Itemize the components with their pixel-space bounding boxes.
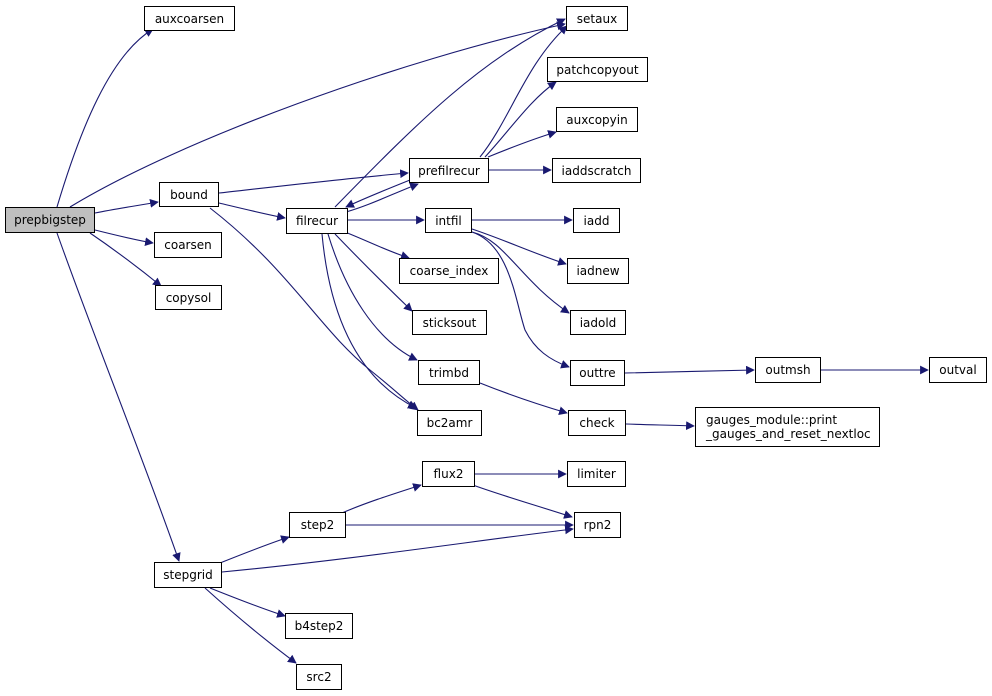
node-bound[interactable]: bound [159, 182, 219, 207]
edge-check-gauges [625, 421, 695, 431]
node-outval[interactable]: outval [929, 357, 987, 383]
edge-step2-flux2 [341, 483, 422, 514]
node-gauges-print[interactable]: gauges_module::print _gauges_and_reset_n… [695, 407, 880, 447]
node-trimbd[interactable]: trimbd [418, 360, 480, 385]
node-coarse_index[interactable]: coarse_index [399, 258, 499, 284]
node-outtre[interactable]: outtre [570, 360, 625, 386]
edge-trimbd-check [479, 382, 568, 415]
edge-filrecur-trimbd [327, 233, 418, 361]
node-rpn2[interactable]: rpn2 [574, 512, 621, 538]
edge-prepbigstep-auxcoarsen [56, 28, 154, 208]
edges [56, 18, 929, 664]
node-b4step2[interactable]: b4step2 [285, 613, 353, 639]
node-iaddscratch[interactable]: iaddscratch [552, 158, 641, 183]
node-patchcopyout[interactable]: patchcopyout [547, 57, 648, 82]
edge-bound-bc2amr [209, 207, 419, 411]
node-src2[interactable]: src2 [296, 664, 342, 690]
node-step2[interactable]: step2 [289, 512, 346, 538]
edge-bound-prefilrecur [218, 169, 409, 194]
edge-intfil-iadnew [471, 228, 567, 266]
node-copysol[interactable]: copysol [155, 285, 222, 310]
edge-prepbigstep-coarsen [94, 229, 154, 247]
edge-prefilrecur-patchcopyout [484, 81, 557, 158]
node-iadold[interactable]: iadold [570, 310, 626, 335]
node-flux2[interactable]: flux2 [422, 461, 475, 487]
node-prepbigstep[interactable]: prepbigstep [5, 207, 95, 233]
edge-stepgrid-rpn2 [221, 525, 574, 573]
node-auxcopyin[interactable]: auxcopyin [556, 107, 638, 132]
node-check[interactable]: check [568, 410, 626, 436]
node-iadd[interactable]: iadd [573, 208, 620, 233]
edge-bound-filrecur [218, 202, 286, 221]
node-limiter[interactable]: limiter [567, 461, 626, 487]
node-bc2amr[interactable]: bc2amr [417, 410, 482, 436]
edge-filrecur-prefilrecur [345, 182, 419, 213]
node-setaux[interactable]: setaux [566, 6, 628, 31]
edge-stepgrid-step2 [219, 535, 290, 564]
node-stepgrid[interactable]: stepgrid [154, 562, 222, 588]
node-iadnew[interactable]: iadnew [567, 258, 629, 284]
edge-filrecur-setaux [334, 18, 566, 208]
edge-filrecur-bc2amr [321, 233, 417, 409]
node-prefilrecur[interactable]: prefilrecur [409, 158, 489, 183]
node-sticksout[interactable]: sticksout [412, 310, 487, 335]
node-intfil[interactable]: intfil [425, 208, 472, 233]
edge-outtre-outmsh [624, 365, 755, 375]
node-filrecur[interactable]: filrecur [286, 208, 348, 234]
edge-prepbigstep-setaux [69, 21, 566, 208]
edge-flux2-rpn2 [469, 483, 573, 519]
edge-stepgrid-src2 [204, 587, 297, 664]
gauges-label-line1: gauges_module::print [706, 413, 838, 427]
edge-prepbigstep-bound [94, 199, 159, 214]
edge-filrecur-coarse_index [344, 231, 410, 260]
edge-intfil-outtre [471, 231, 570, 369]
node-auxcoarsen[interactable]: auxcoarsen [144, 6, 235, 31]
edge-prefilrecur-setaux [479, 25, 568, 158]
node-coarsen[interactable]: coarsen [154, 232, 222, 258]
edge-intfil-iadold [471, 231, 570, 314]
edge-stepgrid-b4step2 [209, 587, 286, 618]
edge-prefilrecur-auxcopyin [487, 130, 557, 158]
edge-prepbigstep-stepgrid [56, 232, 181, 562]
edge-filrecur-sticksout [334, 233, 413, 312]
gauges-label-line2: _gauges_and_reset_nextloc [706, 427, 871, 441]
edge-prepbigstep-copysol [89, 232, 162, 287]
edge-prefilrecur-filrecur [345, 179, 411, 208]
node-outmsh[interactable]: outmsh [755, 357, 821, 383]
